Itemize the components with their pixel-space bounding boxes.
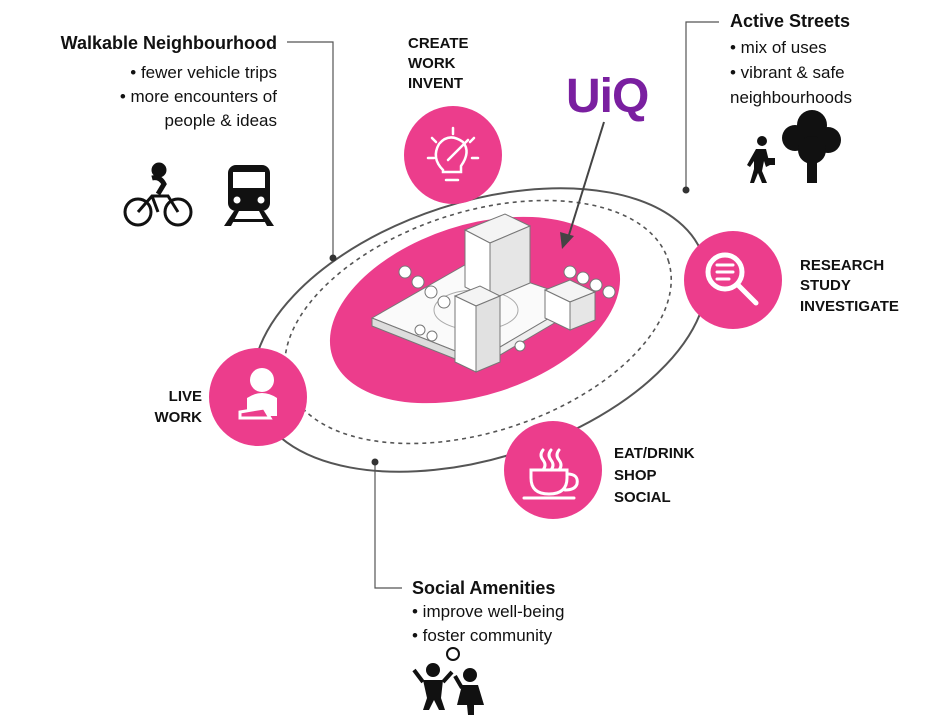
lightbulb-icon [426, 126, 480, 182]
train-icon [224, 165, 274, 226]
research-label-3: INVESTIGATE [800, 298, 899, 315]
streets-bullet-3: neighbourhoods [730, 88, 852, 107]
streets-title: Active Streets [730, 11, 851, 31]
pedestrian-icon [747, 136, 775, 183]
research-label-2: STUDY [800, 277, 851, 294]
logo-arrow [567, 121, 605, 239]
live-label-1: LIVE [168, 388, 202, 405]
walkable-bullet-2: • more encounters of [119, 87, 277, 106]
research-circle [684, 231, 782, 329]
create-label-1: CREATE [408, 35, 469, 52]
city-block [370, 213, 616, 373]
live-label-2: WORK [154, 409, 203, 426]
magnifier-icon [705, 252, 759, 306]
leader-dot-streets [682, 186, 690, 194]
create-label-3: INVENT [408, 75, 464, 92]
children-playing-icon [412, 647, 484, 715]
social-title: Social Amenities [412, 578, 556, 598]
eat-label-1: EAT/DRINK [614, 445, 695, 462]
eat-label-3: SOCIAL [614, 489, 671, 506]
coffee-cup-icon [522, 448, 579, 500]
walkable-bullet-1: • fewer vehicle trips [130, 63, 277, 82]
research-label-1: RESEARCH [800, 257, 885, 274]
streets-bullet-2: • vibrant & safe [730, 63, 845, 82]
uiq-logo: UiQ [566, 70, 648, 123]
eat-label-2: SHOP [614, 467, 657, 484]
streets-bullet-1: • mix of uses [730, 38, 827, 57]
bicycle-icon [123, 162, 193, 227]
social-bullet-2: • foster community [412, 626, 553, 645]
social-bullet-1: • improve well-being [412, 602, 565, 621]
leader-lines [287, 21, 719, 589]
logo-arrow-head [560, 232, 574, 249]
leader-dot-social [371, 458, 379, 466]
tree-icon [782, 110, 841, 183]
walkable-title: Walkable Neighbourhood [60, 33, 277, 53]
walkable-bullet-3: people & ideas [164, 111, 277, 130]
leader-dot-walkable [329, 254, 337, 262]
create-label-2: WORK [408, 55, 456, 72]
person-laptop-icon [238, 368, 277, 420]
